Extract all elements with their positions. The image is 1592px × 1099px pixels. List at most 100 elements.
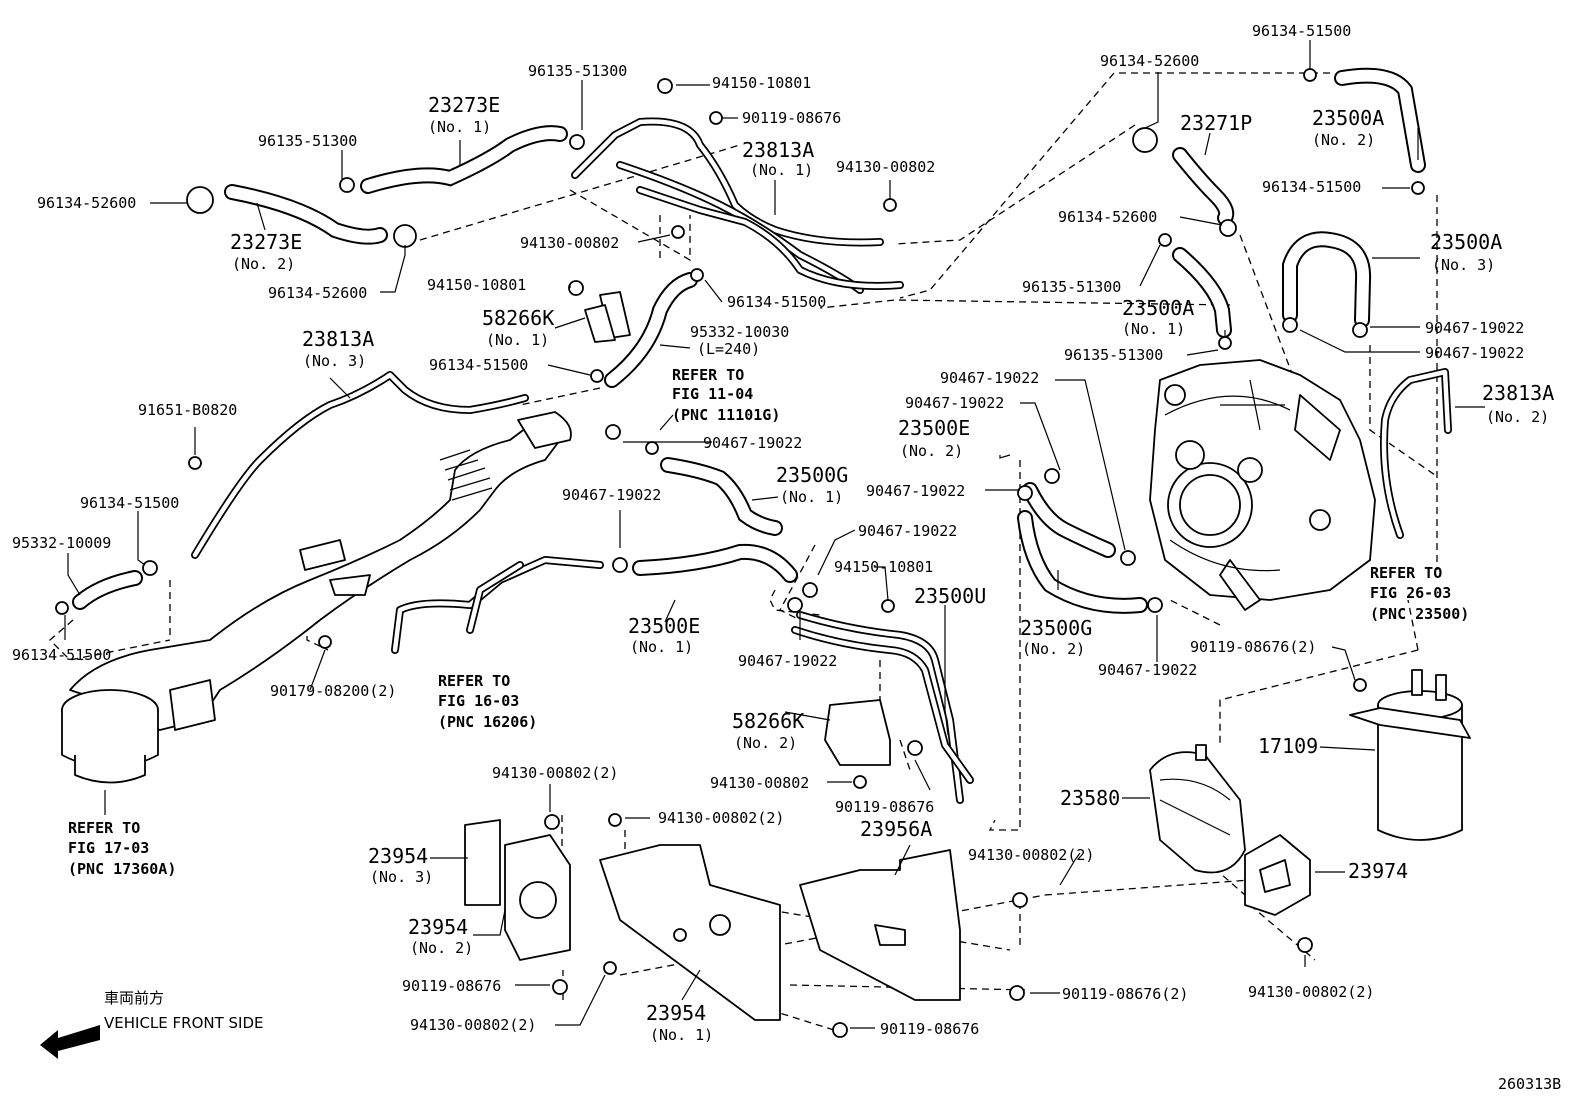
- label-94130-00802-g: 94130-00802(2): [410, 1016, 536, 1034]
- ref-fig-17-03-line1: REFER TO: [68, 819, 140, 837]
- label-23813a-no1: 23813A: [742, 138, 814, 162]
- label-23500u: 23500U: [914, 584, 986, 608]
- label-23273e-no2: 23273E: [230, 230, 302, 254]
- label-96134-51500-top: 96134-51500: [1252, 22, 1351, 40]
- label-90119-08676-b: 90119-08676: [835, 798, 934, 816]
- label-90119-08676-e: 90119-08676(2): [1062, 985, 1188, 1003]
- label-90119-08676-d: 90119-08676: [880, 1020, 979, 1038]
- label-96134-51500-n: 96134-51500: [429, 356, 528, 374]
- refer-to-notes: REFER TO FIG 11-04 (PNC 11101G) REFER TO…: [68, 366, 1469, 878]
- ref-fig-11-04-line2: FIG 11-04: [672, 385, 753, 403]
- label-96135-51300-a: 96135-51300: [528, 62, 627, 80]
- label-96134-52600-left: 96134-52600: [37, 194, 136, 212]
- label-90119-08676-a: 90119-08676: [742, 109, 841, 127]
- label-23500g-no2-sub: (No. 2): [1022, 640, 1085, 658]
- hoses: [72, 67, 1426, 614]
- label-96135-51300-c: 96135-51300: [1022, 278, 1121, 296]
- label-95332-10030: 95332-10030: [690, 323, 789, 341]
- label-90467-19022-c: 90467-19022: [940, 369, 1039, 387]
- label-23500e-no1-sub: (No. 1): [630, 638, 693, 656]
- label-58266k-no1-sub: (No. 1): [486, 331, 549, 349]
- label-96134-51500-right: 96134-51500: [1262, 178, 1361, 196]
- label-58266k-no1: 58266K: [482, 306, 554, 330]
- label-96134-51500-p: 96134-51500: [12, 646, 111, 664]
- bracket-23954-assembly: [464, 819, 781, 1021]
- label-95332-10030-sub: (L=240): [697, 340, 760, 358]
- label-23954-no3-sub: (No. 3): [370, 868, 433, 886]
- label-90467-19022-b: 90467-19022: [1425, 344, 1524, 362]
- label-90467-19022-f: 90467-19022: [1098, 661, 1197, 679]
- bracket-23974: [1244, 834, 1311, 916]
- ref-fig-11-04-line1: REFER TO: [672, 366, 744, 384]
- label-90467-19022-a: 90467-19022: [1425, 319, 1524, 337]
- label-94130-00802-h: 94130-00802(2): [658, 809, 784, 827]
- label-23813a-no2-sub: (No. 2): [1486, 408, 1549, 426]
- throttle-body-assembly: [1149, 359, 1376, 611]
- label-94130-00802-f: 94130-00802(2): [492, 764, 618, 782]
- label-23500a-no1: 23500A: [1122, 296, 1194, 320]
- ref-fig-26-03-line2: FIG 26-03: [1370, 584, 1451, 602]
- label-23954-no2-sub: (No. 2): [410, 939, 473, 957]
- label-90119-08676-2: 90119-08676(2): [1190, 638, 1316, 656]
- label-23813a-no3: 23813A: [302, 327, 374, 351]
- label-23954-no2: 23954: [408, 915, 468, 939]
- label-90467-19022-d: 90467-19022: [905, 394, 1004, 412]
- label-90467-19022-e: 90467-19022: [866, 482, 965, 500]
- label-96134-52600-b: 96134-52600: [268, 284, 367, 302]
- label-90467-19022-g: 90467-19022: [703, 434, 802, 452]
- air-intake-duct: [61, 411, 572, 784]
- bracket-23956a: [799, 849, 961, 1001]
- label-23500g-no1: 23500G: [776, 463, 848, 487]
- label-96134-51500-mid: 96134-51500: [727, 293, 826, 311]
- label-90467-19022-j: 90467-19022: [738, 652, 837, 670]
- label-23273e-no1-sub: (No. 1): [428, 118, 491, 136]
- bracket-58266k: [584, 291, 891, 766]
- ref-fig-16-03-line1: REFER TO: [438, 672, 510, 690]
- label-23500e-no2-sub: (No. 2): [900, 442, 963, 460]
- label-94150-10801-c: 94150-10801: [834, 558, 933, 576]
- label-94150-10801-b: 94150-10801: [427, 276, 526, 294]
- label-96135-51300-d: 96135-51300: [1064, 346, 1163, 364]
- label-23954-no1: 23954: [646, 1001, 706, 1025]
- label-94150-10801-a: 94150-10801: [712, 74, 811, 92]
- label-96134-52600-mid: 96134-52600: [1058, 208, 1157, 226]
- label-96134-51500-o: 96134-51500: [80, 494, 179, 512]
- ref-fig-26-03-line3: (PNC 23500): [1370, 605, 1469, 623]
- label-95332-10009: 95332-10009: [12, 534, 111, 552]
- label-23813a-no3-sub: (No. 3): [303, 352, 366, 370]
- ref-fig-16-03-line3: (PNC 16206): [438, 713, 537, 731]
- direction-label-jp: 車両前方: [104, 989, 164, 1007]
- label-23500a-no3: 23500A: [1430, 230, 1502, 254]
- ref-fig-11-04-line3: (PNC 11101G): [672, 406, 780, 424]
- label-90467-19022-h: 90467-19022: [562, 486, 661, 504]
- pipes: [191, 117, 1452, 804]
- ref-fig-17-03-line2: FIG 17-03: [68, 839, 149, 857]
- label-23500a-no2: 23500A: [1312, 106, 1384, 130]
- label-23273e-no1: 23273E: [428, 93, 500, 117]
- label-23500a-no2-sub: (No. 2): [1312, 131, 1375, 149]
- label-94130-00802-a: 94130-00802: [836, 158, 935, 176]
- label-23954-no3: 23954: [368, 844, 428, 868]
- label-58266k-no2: 58266K: [732, 709, 804, 733]
- leader-lines: [64, 40, 1485, 1029]
- label-23974: 23974: [1348, 859, 1408, 883]
- label-23271p: 23271P: [1180, 111, 1252, 135]
- label-91651-b0820: 91651-B0820: [138, 401, 237, 419]
- ref-fig-16-03-line2: FIG 16-03: [438, 692, 519, 710]
- vehicle-front-arrow-icon: [40, 1025, 100, 1059]
- label-23500a-no1-sub: (No. 1): [1122, 320, 1185, 338]
- label-90179-08200: 90179-08200(2): [270, 682, 396, 700]
- label-23500g-no2: 23500G: [1020, 616, 1092, 640]
- label-58266k-no2-sub: (No. 2): [734, 734, 797, 752]
- label-23954-no1-sub: (No. 1): [650, 1026, 713, 1044]
- ref-fig-26-03-line1: REFER TO: [1370, 564, 1442, 582]
- label-23813a-no1-sub: (No. 1): [750, 161, 813, 179]
- label-94130-00802-c: 94130-00802: [710, 774, 809, 792]
- label-23500e-no2: 23500E: [898, 416, 970, 440]
- label-23580: 23580: [1060, 786, 1120, 810]
- label-23956a: 23956A: [860, 817, 932, 841]
- label-94130-00802-b: 94130-00802: [520, 234, 619, 252]
- label-90467-19022-i: 90467-19022: [858, 522, 957, 540]
- label-96134-52600-top: 96134-52600: [1100, 52, 1199, 70]
